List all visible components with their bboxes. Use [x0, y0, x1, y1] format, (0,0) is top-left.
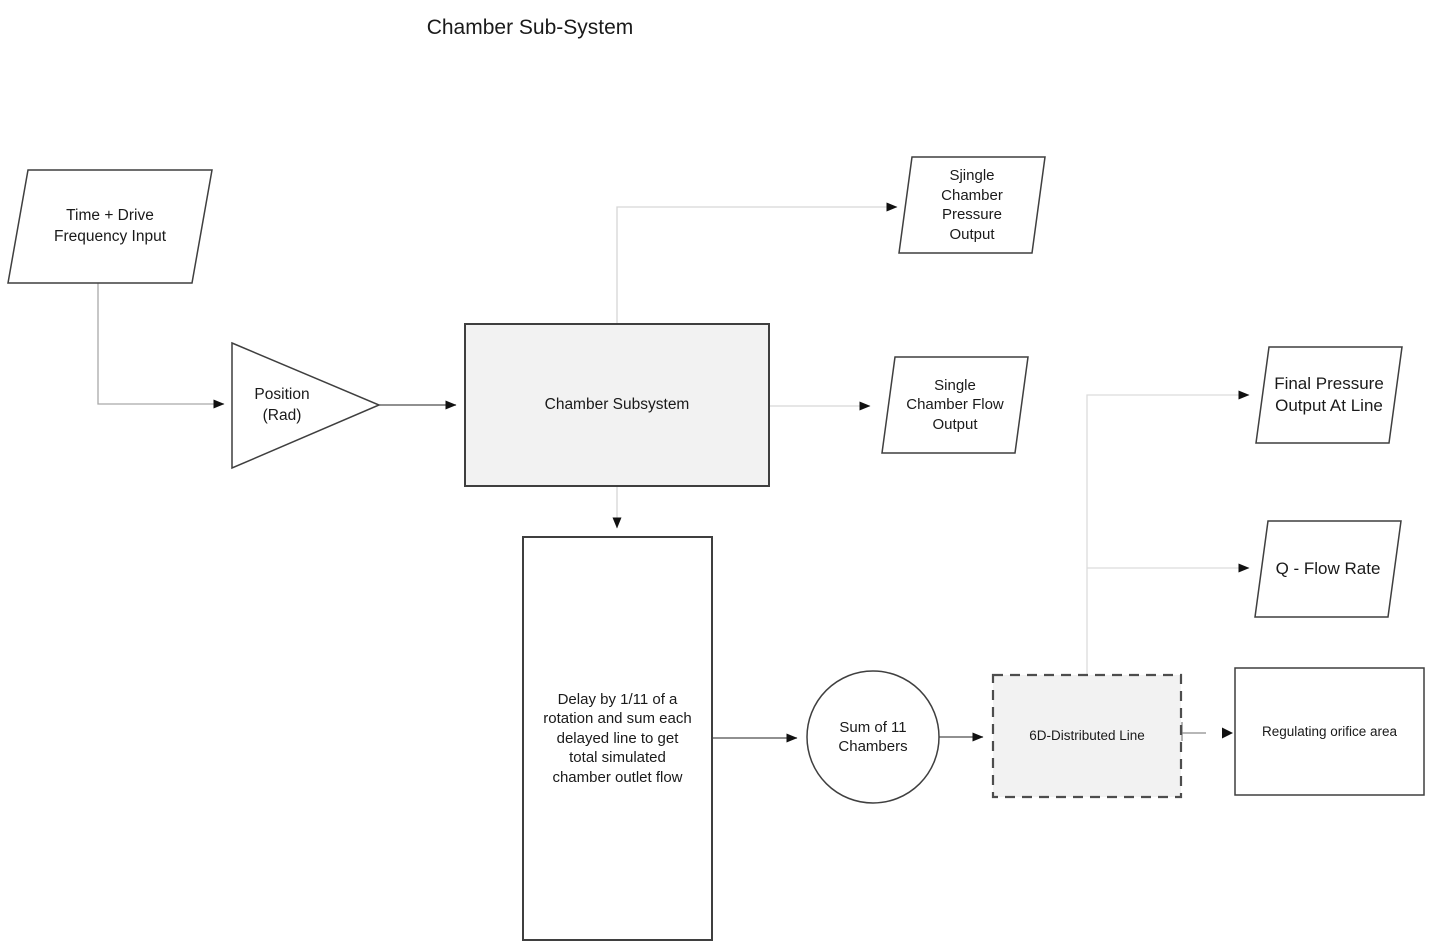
node-single-chamber-flow-output[interactable]: [881, 356, 1029, 454]
node-chamber-subsystem[interactable]: [464, 323, 770, 487]
node-delay-sum-block[interactable]: [522, 536, 713, 941]
node-regulating-orifice[interactable]: [1234, 667, 1425, 796]
diagram-title: Chamber Sub-System: [426, 16, 634, 39]
connector-regulating-arrowhead: [1222, 727, 1233, 739]
node-single-chamber-pressure-output[interactable]: [898, 156, 1046, 254]
node-q-flow-rate[interactable]: [1254, 520, 1402, 618]
connector-distributed-line-to-regulating-stub: [1181, 722, 1206, 741]
node-position-gain[interactable]: [231, 341, 381, 470]
node-time-drive-input[interactable]: [7, 169, 213, 284]
node-distributed-line[interactable]: [991, 673, 1183, 799]
node-sum-of-11-chambers[interactable]: [806, 670, 940, 804]
node-final-pressure-output[interactable]: [1255, 346, 1403, 444]
connector-time-drive-to-position-gain: [97, 283, 225, 409]
connector-distributed-line-to-final-pressure: [1086, 390, 1250, 674]
connector-chamber-to-pressure-output: [616, 202, 898, 324]
